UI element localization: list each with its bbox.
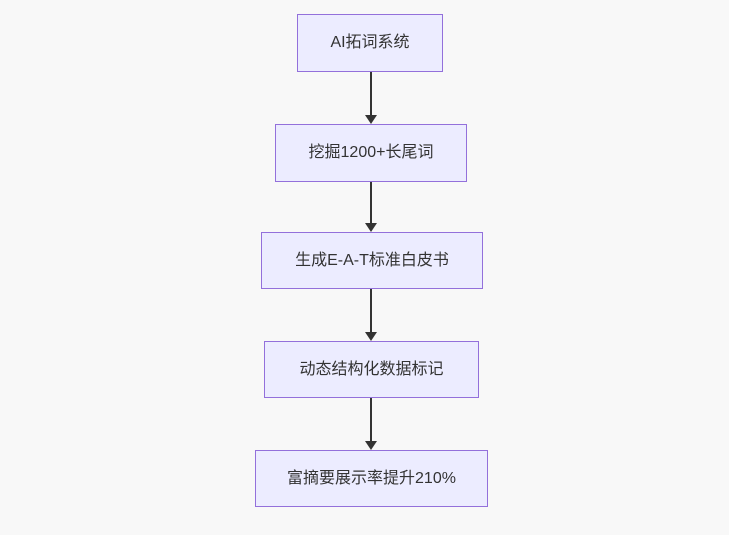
edge-connector-3 — [365, 289, 377, 341]
flowchart-node-3[interactable]: 生成E-A-T标准白皮书 — [261, 232, 483, 289]
node-label: AI拓词系统 — [330, 34, 410, 52]
node-label: 挖掘1200+长尾词 — [308, 144, 434, 162]
edge-connector-4 — [365, 398, 377, 450]
arrow-head-icon — [365, 332, 377, 341]
flowchart-node-1[interactable]: AI拓词系统 — [297, 14, 443, 72]
node-label: 富摘要展示率提升210% — [287, 469, 456, 487]
node-label: 生成E-A-T标准白皮书 — [295, 251, 449, 269]
arrow-head-icon — [365, 223, 377, 232]
flowchart-node-4[interactable]: 动态结构化数据标记 — [264, 341, 479, 398]
arrow-head-icon — [365, 115, 377, 124]
edge-connector-1 — [365, 72, 377, 124]
arrow-line — [370, 398, 372, 441]
arrow-line — [370, 182, 372, 223]
edge-connector-2 — [365, 182, 377, 232]
arrow-line — [370, 72, 372, 115]
arrow-head-icon — [365, 441, 377, 450]
arrow-line — [370, 289, 372, 332]
flowchart-node-5[interactable]: 富摘要展示率提升210% — [255, 450, 488, 507]
node-label: 动态结构化数据标记 — [299, 360, 444, 378]
flowchart-node-2[interactable]: 挖掘1200+长尾词 — [275, 124, 467, 182]
